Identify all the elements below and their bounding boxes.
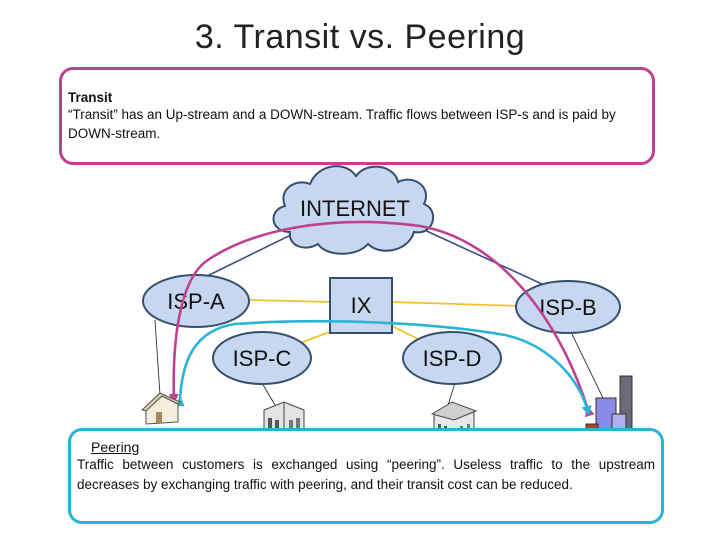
link-isp-c-office <box>261 382 276 406</box>
internet-label: INTERNET <box>300 196 410 221</box>
peering-description: Traffic between customers is exchanged u… <box>77 457 655 492</box>
transit-traffic-arrow <box>168 220 595 418</box>
transit-box: Transit “Transit” has an Up-stream and a… <box>59 67 655 165</box>
peering-box: Peering Traffic between customers is exc… <box>68 428 664 524</box>
isp-c-label: ISP-C <box>233 346 292 371</box>
isp-a-label: ISP-A <box>167 289 225 314</box>
transit-heading: Transit <box>68 90 113 105</box>
peering-traffic-arrow <box>174 319 592 416</box>
isp-b-node: ISP-B <box>515 280 621 334</box>
peering-heading: Peering <box>91 439 140 455</box>
ix-label: IX <box>351 293 372 318</box>
link-ix-isp-b <box>391 301 521 307</box>
isp-d-label: ISP-D <box>423 346 482 371</box>
transit-description: “Transit” has an Up-stream and a DOWN-st… <box>68 107 616 141</box>
isp-a-node: ISP-A <box>142 274 250 328</box>
isp-d-node: ISP-D <box>402 331 502 385</box>
page-title: 3. Transit vs. Peering <box>194 18 526 56</box>
link-internet-isp-b <box>419 227 556 291</box>
ix-node: IX <box>329 277 393 334</box>
link-isp-d-bank <box>447 382 456 406</box>
link-isp-a-ix <box>247 299 331 303</box>
link-internet-isp-a <box>194 227 306 283</box>
isp-b-label: ISP-B <box>539 295 596 320</box>
link-isp-b-city <box>569 329 604 399</box>
house-icon <box>140 392 181 425</box>
isp-c-node: ISP-C <box>212 331 312 385</box>
cloud-icon <box>272 165 434 255</box>
link-isp-a-house <box>154 319 161 396</box>
